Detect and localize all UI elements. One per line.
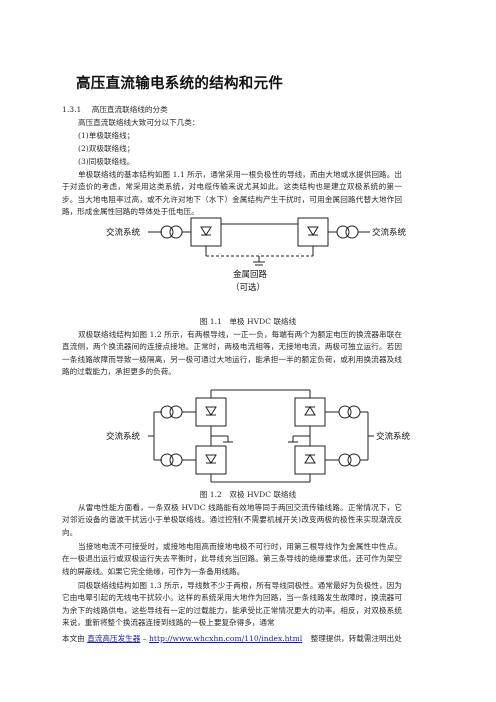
section-heading: 1.3.1 高压直流联络线的分类 <box>62 104 168 117</box>
footer-note: 本文由 直流高压发生器 – http://www.whcxhn.com/110/… <box>62 633 422 646</box>
section-intro: 高压直流联络线大致可分以下几类： <box>78 118 200 127</box>
footer-suffix: 整理提供，转载需注明出处 <box>310 634 402 643</box>
section-number: 1.3.1 <box>62 105 82 114</box>
footer-url-link[interactable]: http://www.whcxhn.com/110/index.html <box>149 634 303 643</box>
figure1-caption: 图 1.1 单极 HVDC 联络线 <box>199 317 297 326</box>
ac-system-right-label: 交流系统 <box>372 227 407 238</box>
footer-dash: – <box>142 634 149 643</box>
ac-system-right-label: 交流系统 <box>376 431 411 442</box>
paragraph-monopolar: 单极联络线的基本结构如图 1.1 所示，通常采用一根负极性的导线，而由大地或水提… <box>62 170 402 217</box>
footer-site-link[interactable]: 直流高压发生器 <box>87 634 141 643</box>
figure2-caption: 图 1.2 双极 HVDC 联络线 <box>199 490 297 499</box>
footer-prefix: 本文由 <box>62 634 85 643</box>
metal-return-label: 金属回路 <box>233 269 268 280</box>
paragraph-bipolar: 双极联络线结构如图 1.2 所示，有两根导线，一正一负，每端有两个为额定电压的换… <box>62 330 402 377</box>
ac-system-left-label: 交流系统 <box>106 227 141 238</box>
figure-monopolar-diagram: 交流系统 交流系统 金属回路 （可选） <box>106 217 407 293</box>
paragraph-metallic-neutral: 当接地电流不可接受时，或接地电阻高而接地电极不可行时，用第三根导线作为金属性中性… <box>62 542 402 576</box>
optional-label: （可选） <box>231 282 265 293</box>
list-item: (3)同极联络线。 <box>78 157 135 166</box>
section-title: 高压直流联络线的分类 <box>91 105 168 114</box>
ac-system-left-label: 交流系统 <box>106 431 141 442</box>
paragraph-homopolar: 同极联络线结构如图 1.3 所示，导线数不少于两根，所有导线同极性。通常最好为负… <box>62 581 402 628</box>
figure-bipolar-diagram: 交流系统 交流系统 <box>106 389 411 483</box>
paragraph-lightning: 从雷电性能方面看，一条双极 HVDC 线路能有效地等同于两回交流传输线路。正常情… <box>62 503 402 537</box>
list-item: (2)双极联络线； <box>78 144 135 153</box>
page-title: 高压直流输电系统的结构和元件 <box>76 75 284 92</box>
list-item: (1)单极联络线； <box>78 131 135 140</box>
